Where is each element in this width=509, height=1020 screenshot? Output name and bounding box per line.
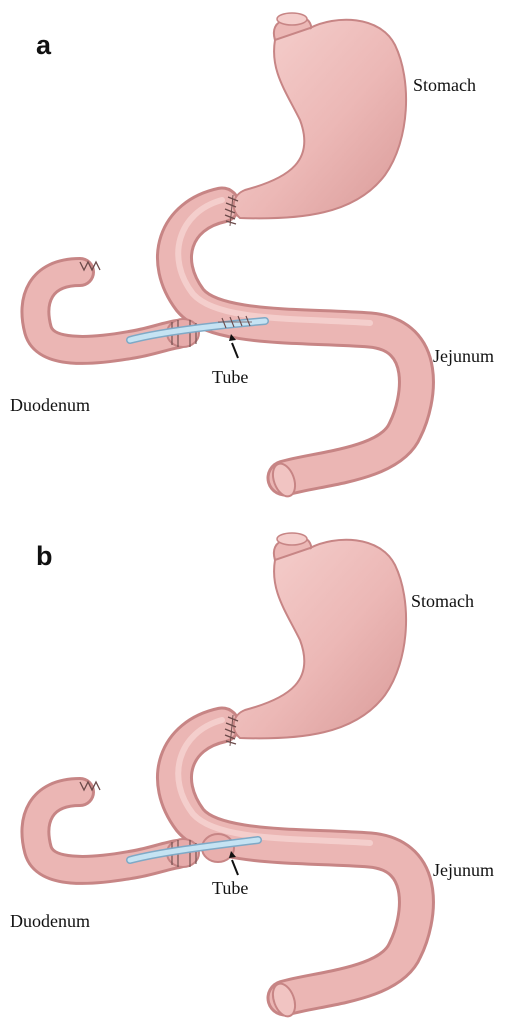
duodenum-label: Duodenum (10, 396, 90, 414)
panel-letter: a (36, 32, 51, 59)
jejunum-label: Jejunum (433, 861, 494, 879)
stomach-a (234, 20, 406, 219)
tube-arrow-b (232, 860, 238, 875)
stomach-label: Stomach (411, 592, 474, 610)
jejunum-label: Jejunum (433, 347, 494, 365)
stomach-b (234, 540, 406, 739)
anatomy-illustration-b (0, 510, 509, 1020)
panel-b: b Stomach Jejunum Duodenum Tube (0, 510, 509, 1020)
tube-label: Tube (212, 368, 248, 386)
panel-letter: b (36, 543, 53, 570)
tube-arrow-a (232, 343, 238, 358)
panel-a: a Stomach Jejunum Duodenum Tube (0, 0, 509, 510)
stomach-label: Stomach (413, 76, 476, 94)
duodenum-label: Duodenum (10, 912, 90, 930)
tube-label: Tube (212, 879, 248, 897)
